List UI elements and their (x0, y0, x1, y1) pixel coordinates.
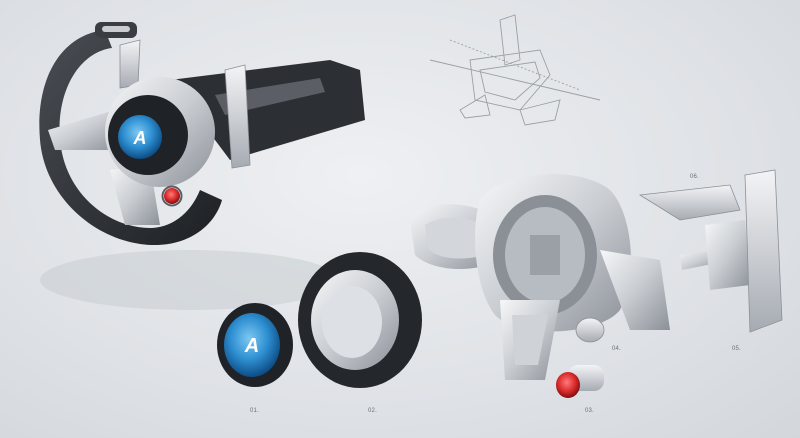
red-start-button-icon (556, 372, 580, 398)
part-label-01: 01. (250, 408, 259, 414)
rim-top-marker-stripe (102, 26, 130, 32)
wheel-shadow (40, 250, 340, 310)
frame-button-socket (575, 317, 605, 343)
upper-paddle (119, 39, 141, 89)
frame-bottom-window (512, 315, 548, 365)
part-01-badge: A 01. (217, 303, 293, 414)
wireframe-sketch (429, 14, 601, 126)
part-04-frame: 04. (410, 173, 670, 380)
right-paddle-part (744, 169, 783, 333)
right-paddle (224, 64, 251, 169)
ring-hole (322, 286, 382, 358)
part-02-ring: 02. (298, 252, 422, 414)
badge-letter: A (244, 335, 259, 357)
alpine-a-logo-icon (224, 313, 280, 377)
wheel-rim (39, 30, 223, 245)
part-05-06-paddles: 05. 06. (638, 169, 783, 352)
alpine-a-logo-icon (118, 115, 162, 159)
part-label-04: 04. (612, 346, 621, 352)
frame-socket (530, 235, 560, 275)
part-label-03: 03. (585, 408, 594, 414)
upper-paddle-part (638, 184, 741, 221)
part-03-button: 03. (556, 365, 604, 414)
red-start-button-icon (164, 188, 180, 204)
button-ring (161, 185, 183, 207)
frame-right-spoke (600, 250, 670, 330)
paddle-block (705, 220, 750, 290)
part-label-06: 06. (690, 174, 699, 180)
assembled-steering-wheel: A (39, 22, 365, 310)
frame-left-window (425, 217, 485, 259)
badge-letter: A (133, 128, 147, 148)
part-label-05: 05. (732, 346, 741, 352)
part-label-02: 02. (368, 408, 377, 414)
left-spoke (48, 110, 120, 150)
